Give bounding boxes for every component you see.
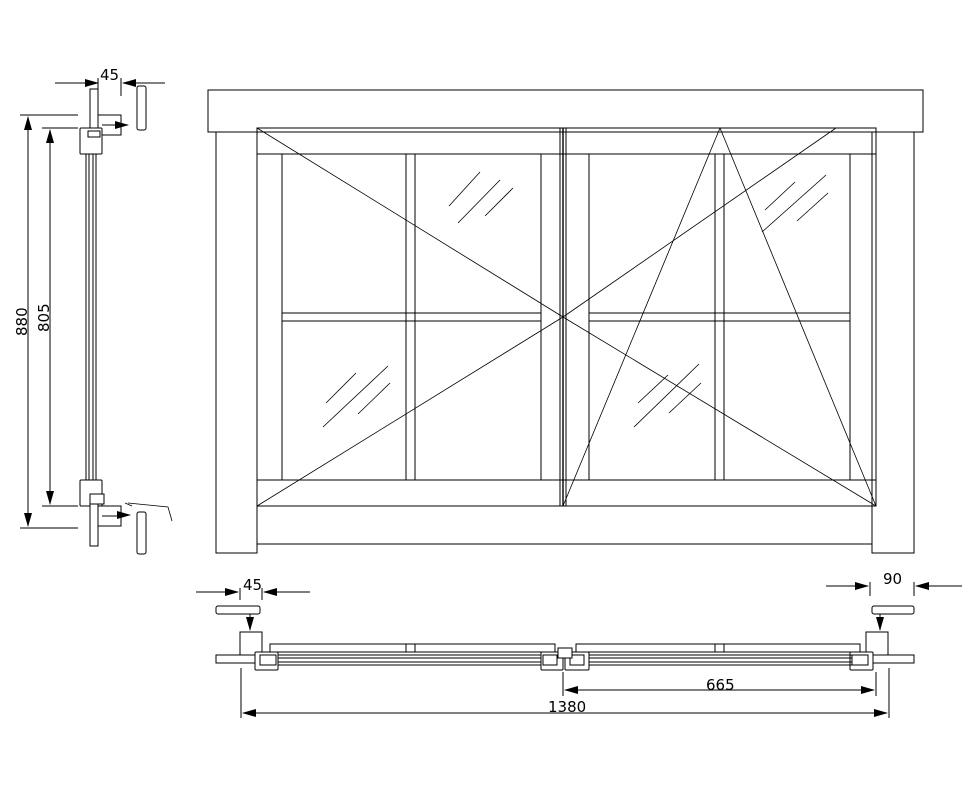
dim-overall-height: 880: [13, 307, 31, 336]
dim-right-profile: 90: [883, 570, 902, 588]
dim-left-profile: 45: [243, 576, 262, 594]
vertical-section: 45 880 805: [13, 66, 173, 555]
horizontal-section: 45 90: [196, 570, 962, 718]
elevation-view: [207, 89, 924, 554]
glass-reflection-marks: [322, 171, 829, 428]
right-reveal: [871, 131, 915, 554]
dim-sash-height: 805: [35, 303, 53, 332]
left-reveal: [215, 131, 258, 554]
dim-overall-width: 1380: [548, 698, 586, 716]
dim-sash-width: 665: [706, 676, 735, 694]
dim-side-thickness: 45: [100, 66, 119, 84]
lintel: [207, 89, 924, 133]
